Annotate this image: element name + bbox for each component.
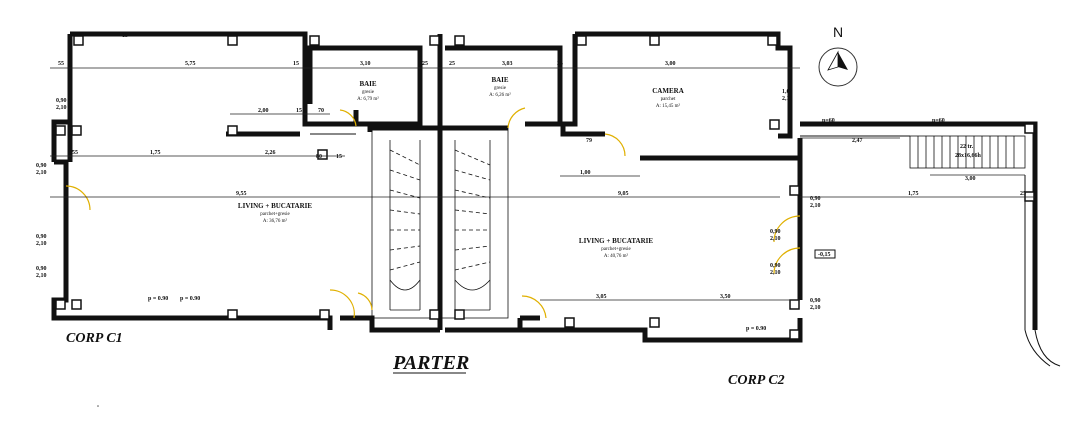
room-baie-left-name: BAIE (359, 80, 376, 88)
room-camera-floor: parchet (661, 97, 676, 102)
door-label-1b: 2,10 (770, 236, 781, 242)
window-label-1b: 2,10 (36, 170, 47, 176)
room-baie-right-floor: gresie (494, 86, 507, 91)
north-label: N (833, 24, 843, 40)
north-arrow-icon: N (818, 24, 858, 87)
window-label-4b: 2,10 (56, 105, 67, 111)
window-label-2a: 0,90 (36, 234, 47, 240)
level-p60-a: p=60 (822, 118, 835, 124)
room-baie-right-name: BAIE (491, 76, 508, 84)
dim-terrace-1: 1,75 (908, 191, 919, 197)
walls-corp-c1 (51, 31, 440, 333)
corp-c1-label: CORP C1 (66, 331, 123, 346)
stair-size: 28x16,66h (955, 153, 982, 159)
door-label-2a: 0,90 (770, 263, 781, 269)
level-p60-b: p=60 (932, 118, 945, 124)
dim-bottom-right-1: 3,05 (596, 294, 607, 300)
dim-top-3: 15 (293, 61, 299, 67)
dimension-texts: 55 5,75 15 3,10 25 25 3,03 25 3,00 55 1,… (36, 33, 1026, 332)
door-label-1a: 0,90 (770, 229, 781, 235)
walls-corp-c2 (437, 31, 803, 343)
room-living-right-name: LIVING + BUCATARIE (579, 237, 653, 245)
dim-terrace-2: 25 (1020, 191, 1026, 197)
window-label-6a: 0,90 (810, 298, 821, 304)
corp-c2-label: CORP C2 (728, 373, 785, 388)
window-label-3b: 2,10 (36, 273, 47, 279)
window-label-5b: 2,10 (810, 203, 821, 209)
dim-total-right: 9,05 (618, 191, 629, 197)
dim-top-9: 3,00 (665, 61, 676, 67)
window-label-1a: 0,90 (36, 163, 47, 169)
dim-top-8: 25 (557, 61, 563, 67)
level-box (814, 249, 836, 259)
room-baie-left-floor: gresie (362, 90, 375, 95)
dim-total-left: 9,55 (236, 191, 247, 197)
dim-misc-3: 70 (318, 108, 324, 114)
room-camera-name: CAMERA (652, 87, 684, 95)
dim-top-7: 3,03 (502, 61, 513, 67)
terrace (800, 121, 1061, 367)
dim-left-1: 55 (72, 150, 78, 156)
room-baie-left-area: A: 6,79 m² (357, 96, 379, 102)
stair-length: 3,00 (965, 176, 976, 182)
room-living-left-floor: parchet+gresie (260, 212, 290, 217)
dim-left-3: 2,26 (265, 150, 276, 156)
dim-top-4: 3,10 (360, 61, 371, 67)
room-baie-right-area: A: 6,26 m² (489, 92, 511, 98)
dim-bottom-right-2: 3,50 (720, 294, 731, 300)
dim-left-2: 1,75 (150, 150, 161, 156)
dim-misc-8: 1,00 (782, 89, 793, 95)
dim-misc-1: 2,00 (258, 108, 269, 114)
window-label-4a: 0,90 (56, 98, 67, 104)
dim-misc-10: 15 (336, 154, 342, 160)
dim-top-6: 25 (449, 61, 455, 67)
structural-columns (55, 35, 1035, 340)
stair-steps: 22 tr. (960, 144, 974, 150)
room-living-left-area: A: 36,76 m² (263, 218, 288, 224)
window-label-3a: 0,90 (36, 266, 47, 272)
level-p090-b: p = 0.90 (180, 296, 200, 302)
dim-misc-9: 2,15 (782, 96, 793, 102)
doors (65, 107, 801, 319)
room-labels: BAIE gresie A: 6,79 m² BAIE gresie A: 6,… (238, 76, 684, 259)
dim-misc-2: 15 (296, 108, 302, 114)
dim-misc-11: 15 (122, 33, 128, 39)
window-label-6b: 2,10 (810, 305, 821, 311)
room-living-right-floor: parchet+gresie (601, 247, 631, 252)
dim-misc-4: 80 (316, 154, 322, 160)
room-living-left-name: LIVING + BUCATARIE (238, 202, 312, 210)
level-p090-c: p = 0.90 (746, 326, 766, 332)
level-p090-a: p = 0.90 (148, 296, 168, 302)
dim-top-1: 55 (58, 61, 64, 67)
room-living-right-area: A: 40,76 m² (604, 253, 629, 259)
central-stairs (371, 125, 509, 319)
dim-misc-7: 79 (586, 138, 592, 144)
speck (97, 405, 99, 407)
dim-top-5: 25 (422, 61, 428, 67)
window-label-2b: 2,10 (36, 241, 47, 247)
dim-misc-6: 2,47 (852, 138, 863, 144)
level-minus: -0,15 (818, 252, 831, 258)
plan-title: PARTER (392, 352, 469, 374)
dim-top-2: 5,75 (185, 61, 196, 67)
window-label-5a: 0,90 (810, 196, 821, 202)
room-camera-area: A: 15,45 m² (656, 103, 681, 109)
dim-misc-5: 1,00 (580, 170, 591, 176)
door-label-2b: 2,10 (770, 270, 781, 276)
dimension-lines (50, 67, 1035, 301)
